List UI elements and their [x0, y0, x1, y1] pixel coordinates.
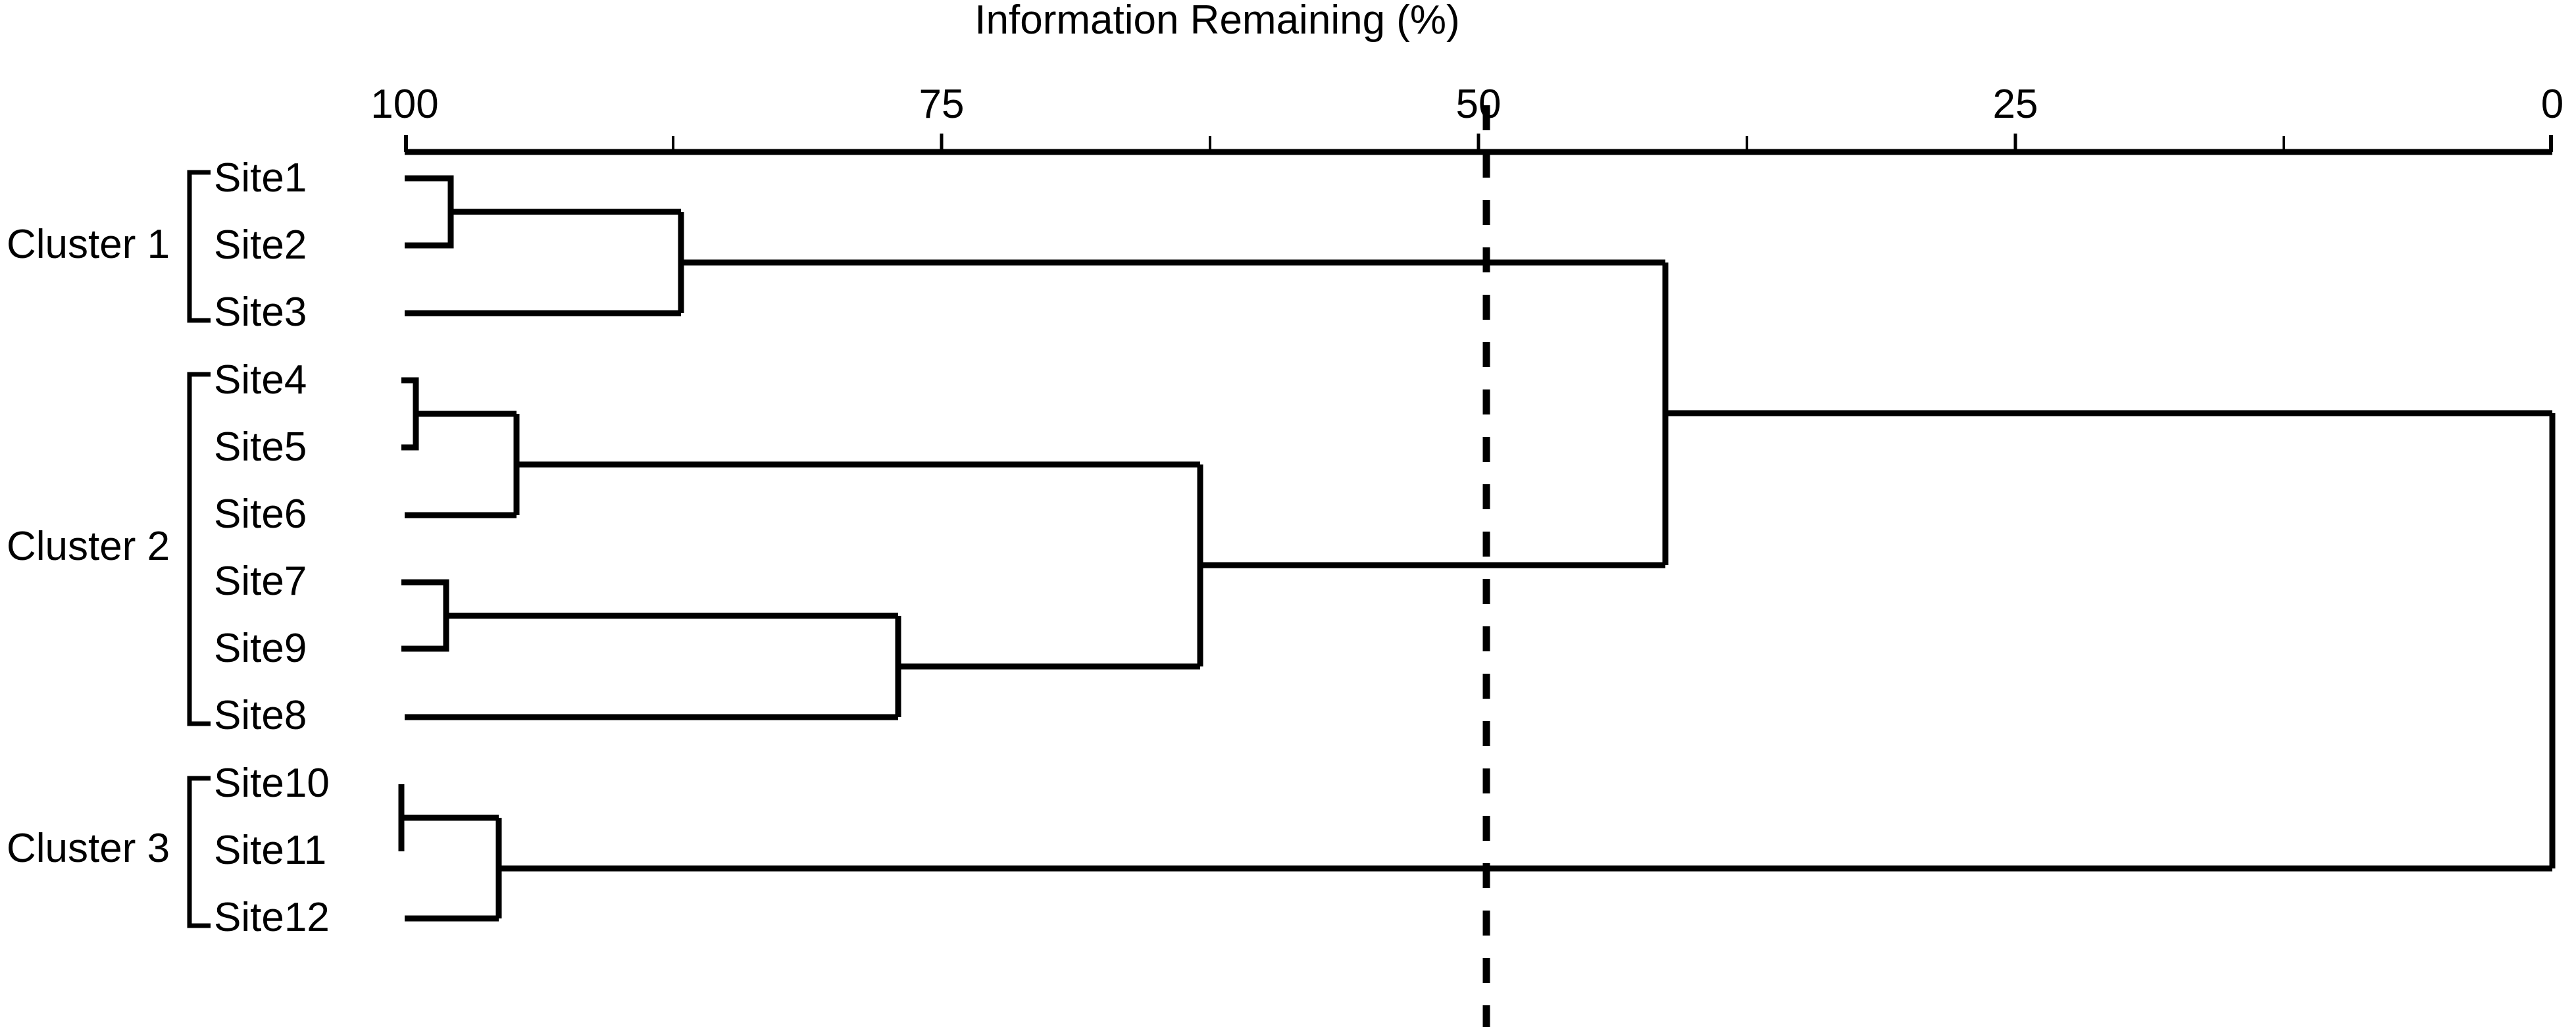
merge-site7-site9 [401, 579, 449, 652]
leaf-label-site11: Site11 [214, 828, 327, 873]
cluster-bracket-2 [187, 372, 211, 726]
x-tick-label-25: 25 [1992, 82, 2038, 127]
leaf-label-site6: Site6 [214, 491, 307, 537]
leaf-label-site10: Site10 [214, 761, 330, 806]
leaf-label-site12: Site12 [214, 895, 330, 940]
axis-group [404, 134, 2553, 155]
leaf-label-site9: Site9 [214, 626, 307, 671]
x-tick-label-100: 100 [370, 82, 439, 127]
merge-site1-site2 [405, 175, 454, 249]
leaf-label-site4: Site4 [214, 357, 307, 403]
leaf-label-site2: Site2 [214, 222, 307, 268]
leaf-label-site7: Site7 [214, 559, 307, 604]
x-tick-label-50: 50 [1455, 82, 1502, 127]
dendrogram-tree [398, 175, 2556, 922]
cluster-label-1: Cluster 1 [7, 222, 170, 267]
x-tick-label-0: 0 [2540, 82, 2564, 127]
x-tick-label-75: 75 [919, 82, 965, 127]
cluster-bracket-3 [187, 776, 211, 928]
leaf-label-site8: Site8 [214, 693, 307, 738]
cluster-brackets [187, 170, 211, 928]
axis-title: Information Remaining (%) [974, 0, 1460, 43]
leaf-label-site5: Site5 [214, 424, 307, 470]
cluster-bracket-1 [187, 170, 211, 323]
leaf-label-site1: Site1 [214, 155, 307, 201]
cluster-label-3: Cluster 3 [7, 826, 170, 871]
merge-site4-site5 [401, 377, 419, 451]
leaf-label-site3: Site3 [214, 289, 307, 335]
cluster-label-2: Cluster 2 [7, 524, 170, 569]
